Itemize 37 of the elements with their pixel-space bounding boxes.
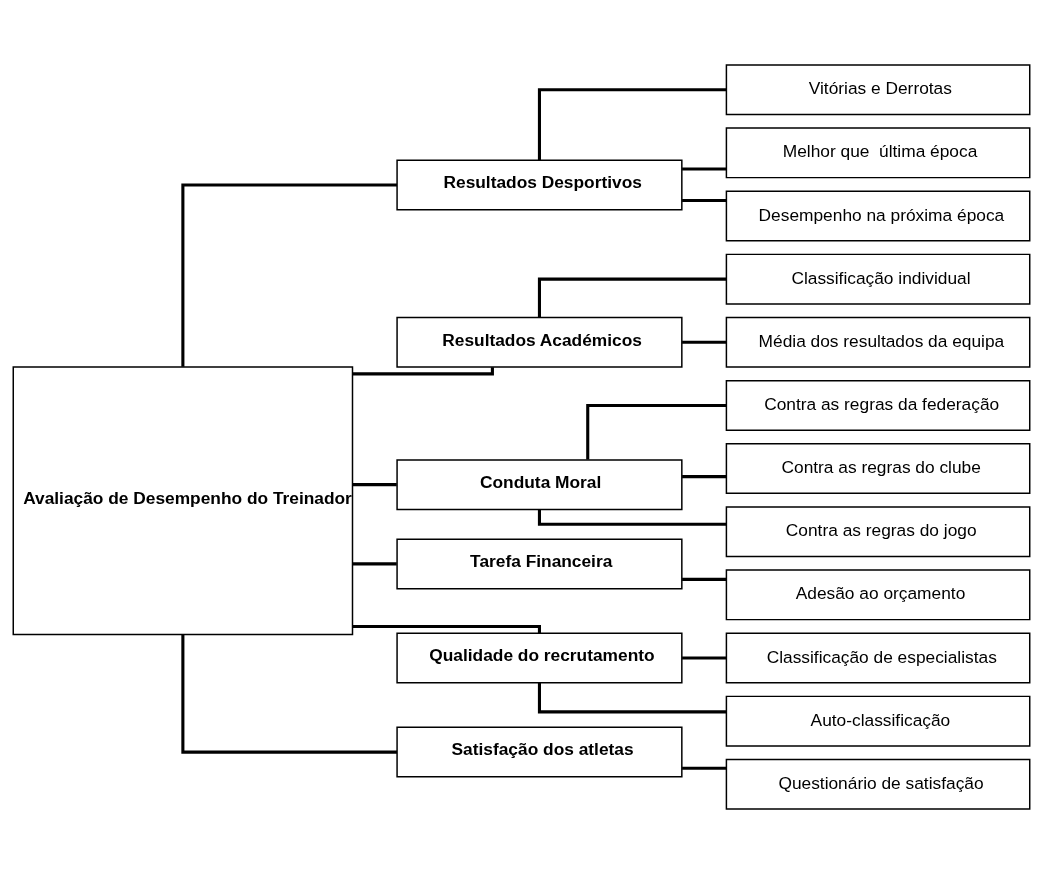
node-box: Avaliação de Desempenho do Treinador <box>12 366 354 636</box>
connector <box>537 277 727 318</box>
node-box: Resultados Académicos <box>396 316 683 368</box>
node-box: Vitórias e Derrotas <box>725 64 1031 116</box>
node-box: Tarefa Financeira <box>396 538 683 590</box>
connector <box>352 562 397 566</box>
node-box: Questionário de satisfação <box>725 758 1031 810</box>
node-box: Classificação de especialistas <box>725 632 1031 684</box>
connector <box>181 183 397 367</box>
node-box: Conduta Moral <box>396 459 683 511</box>
node-box: Auto-classificação <box>725 695 1031 747</box>
connector <box>586 403 727 460</box>
connector <box>352 483 397 487</box>
node-box: Resultados Desportivos <box>396 159 683 211</box>
node-box: Contra as regras da federação <box>725 379 1031 431</box>
node-box: Contra as regras do clube <box>725 443 1031 495</box>
connector <box>682 198 727 203</box>
node-box: Contra as regras do jogo <box>725 506 1031 558</box>
connector <box>682 340 727 344</box>
node-box: Melhor que última época <box>725 127 1031 179</box>
connector <box>352 367 494 376</box>
connector <box>181 634 397 754</box>
connector <box>537 509 727 526</box>
node-box: Média dos resultados da equipa <box>725 316 1031 368</box>
node-box: Qualidade do recrutamento <box>396 632 683 684</box>
connector <box>537 683 727 714</box>
connector <box>537 88 727 160</box>
connector <box>682 167 727 171</box>
connector <box>682 475 727 479</box>
node-box: Satisfação dos atletas <box>396 726 683 778</box>
connector <box>682 577 727 581</box>
node-box: Classificação individual <box>725 253 1031 305</box>
connector <box>682 766 727 770</box>
connector <box>682 656 727 660</box>
node-box: Adesão ao orçamento <box>725 569 1031 621</box>
node-box: Desempenho na próxima época <box>725 190 1031 242</box>
connector <box>352 624 541 634</box>
